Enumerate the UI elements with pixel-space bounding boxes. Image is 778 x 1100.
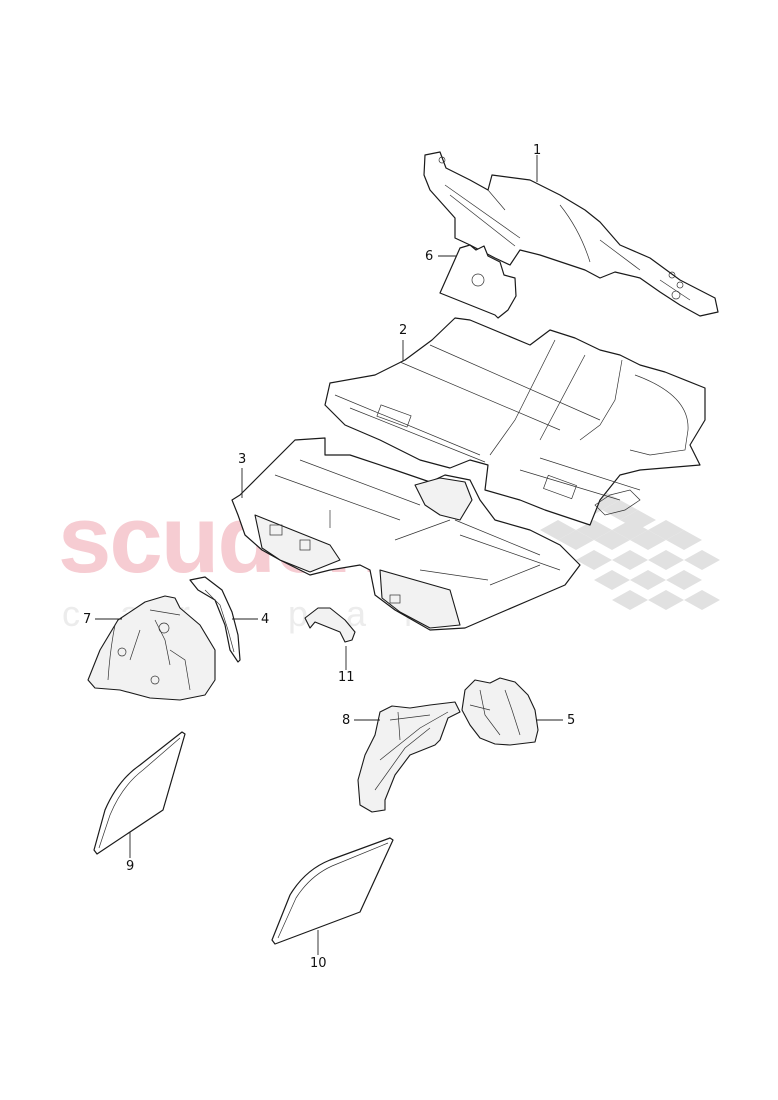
callout-5[interactable]: 5 xyxy=(567,713,576,728)
leader-lines xyxy=(95,155,563,955)
callout-4[interactable]: 4 xyxy=(261,612,270,627)
callout-9[interactable]: 9 xyxy=(126,859,135,874)
part-9-left-mat xyxy=(93,731,186,855)
callout-10[interactable]: 10 xyxy=(310,956,327,971)
part-10-right-mat xyxy=(271,837,394,945)
watermark-letter-a2: a xyxy=(346,593,367,634)
part-5-right-wheel-liner xyxy=(461,677,539,746)
callout-6[interactable]: 6 xyxy=(425,249,434,264)
callout-8[interactable]: 8 xyxy=(342,713,351,728)
callout-3[interactable]: 3 xyxy=(238,452,247,467)
watermark-letter-c: c xyxy=(62,593,80,634)
callout-2[interactable]: 2 xyxy=(399,323,408,338)
watermark-letter-p: p xyxy=(288,593,309,634)
part-11-cover-cap xyxy=(304,607,356,643)
callout-11[interactable]: 11 xyxy=(338,670,355,685)
part-2-front-carpet xyxy=(324,317,706,526)
callout-7[interactable]: 7 xyxy=(83,612,92,627)
part-3-rear-carpet xyxy=(231,437,581,631)
part-7-left-wheel-liner xyxy=(87,595,216,701)
part-1-upper-panel xyxy=(423,151,719,317)
callout-1[interactable]: 1 xyxy=(533,143,542,158)
part-8-wheel-arch-trim xyxy=(357,701,461,813)
part-4-arch-trim-strip xyxy=(189,576,241,663)
part-6-insulation-pad xyxy=(439,244,517,319)
